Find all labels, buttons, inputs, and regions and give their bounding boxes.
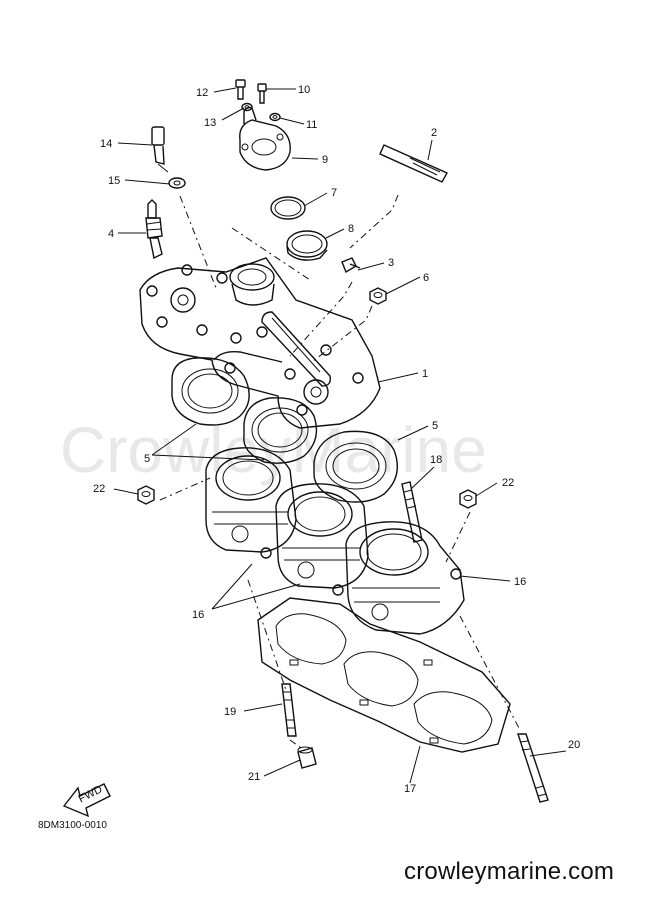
- leader-lines: [113, 87, 567, 784]
- stud-bolt-19: [281, 683, 297, 737]
- diagram-id: 8DM3100-0010: [38, 820, 107, 831]
- site-url: crowleymarine.com: [404, 858, 615, 885]
- fwd-label: FWD: [77, 783, 105, 805]
- callout-4: 4: [108, 228, 114, 240]
- temperature-sensor-14: [151, 126, 169, 173]
- callout-labels: 12 10 13 11 14 15 4 9 7 8 2 3 6 1 5 5 22…: [93, 84, 580, 795]
- callout-11: 11: [306, 119, 317, 131]
- nut-6: [369, 287, 387, 305]
- callout-5-right: 5: [432, 420, 438, 432]
- callout-18: 18: [430, 454, 442, 466]
- head-gasket-5-left: [171, 357, 250, 426]
- bolt-10: [257, 83, 267, 104]
- callout-16-left: 16: [192, 609, 204, 621]
- callout-17: 17: [404, 783, 416, 795]
- callout-10: 10: [298, 84, 310, 96]
- callout-16-right: 16: [514, 576, 526, 588]
- dowel-21: [297, 746, 317, 769]
- watermark-text: CrowleyMarine: [60, 414, 487, 486]
- callout-2: 2: [431, 127, 437, 139]
- hose-fitting-3: [341, 257, 361, 274]
- centerlines: [159, 194, 521, 751]
- washer-15: [168, 177, 186, 189]
- callout-21: 21: [248, 771, 260, 783]
- stud-bolt-18: [401, 481, 423, 543]
- label-sticker-2: [379, 144, 448, 183]
- head-gasket-5-center: [243, 397, 318, 464]
- forward-arrow-icon: FWD: [62, 783, 111, 818]
- o-ring-7: [270, 196, 306, 220]
- callout-13: 13: [204, 117, 216, 129]
- spark-plug-4: [145, 199, 163, 260]
- callout-1: 1: [422, 368, 428, 380]
- callout-12: 12: [196, 87, 208, 99]
- callout-9: 9: [322, 154, 328, 166]
- cylinder-16-right: [345, 521, 465, 635]
- washer-11: [269, 112, 281, 122]
- callout-15: 15: [108, 175, 120, 187]
- callout-22-right: 22: [502, 477, 514, 489]
- cylinder-16-center: [275, 483, 369, 596]
- callout-6: 6: [423, 272, 429, 284]
- callout-7: 7: [331, 187, 337, 199]
- stud-bolt-20: [517, 733, 549, 803]
- thermostat-8: [286, 230, 328, 261]
- head-gasket-5-right: [313, 430, 398, 503]
- callout-5-left: 5: [144, 453, 150, 465]
- callout-22-left: 22: [93, 483, 105, 495]
- nut-22-right: [459, 489, 477, 509]
- cylinder-base-gasket-17: [257, 597, 511, 753]
- callout-3: 3: [388, 257, 394, 269]
- callout-8: 8: [348, 223, 354, 235]
- callout-20: 20: [568, 739, 580, 751]
- bolt-12: [235, 79, 246, 100]
- callout-19: 19: [224, 706, 236, 718]
- nut-22-left: [137, 485, 155, 505]
- callout-14: 14: [100, 138, 112, 150]
- cylinder-head-1: [139, 257, 381, 429]
- thermostat-cover-9: [239, 106, 291, 171]
